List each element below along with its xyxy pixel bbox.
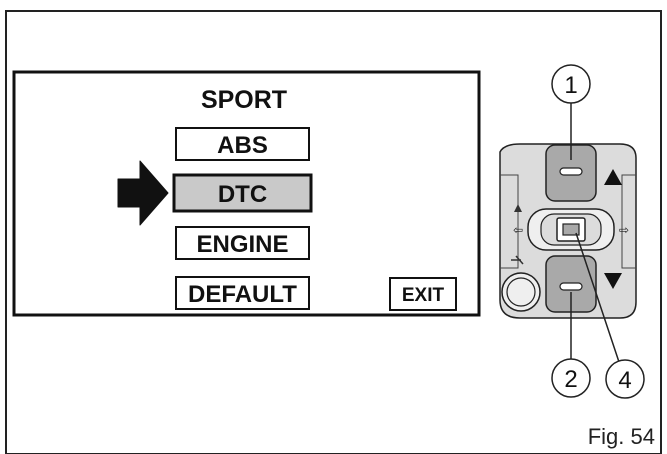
menu-item-default[interactable]: DEFAULT [175, 276, 310, 310]
up-small-marker-icon [514, 204, 522, 212]
callout-2-circle [551, 358, 591, 398]
exit-button-box [389, 277, 457, 311]
menu-item-dtc-box [172, 173, 313, 213]
handlebar-switch: ⇦ ⇨ [499, 143, 637, 319]
callout-1-circle [551, 64, 591, 104]
menu-item-dtc-label: DTC [218, 181, 267, 208]
right-arrow-icon: ⇨ [619, 223, 629, 237]
screen-title: SPORT [201, 86, 287, 114]
horn-button[interactable] [501, 272, 541, 312]
exit-button[interactable]: EXIT [389, 277, 457, 311]
menu-item-engine-label: ENGINE [196, 231, 288, 258]
menu-item-abs-label: ABS [217, 132, 268, 159]
horn-marker-icon [511, 255, 524, 265]
up-button-slot [559, 167, 583, 176]
switch-side-detail-left [500, 174, 519, 269]
horn-button-inner [506, 277, 536, 307]
exit-button-label: EXIT [402, 285, 445, 306]
callout-2: 2 [551, 292, 591, 398]
callout-2-number: 2 [564, 366, 577, 393]
switch-side-detail-right [621, 174, 636, 269]
callout-4-leader [575, 232, 620, 363]
menu-item-engine-box [175, 226, 310, 260]
left-arrow-icon: ⇦ [513, 223, 523, 237]
callout-4-circle [605, 359, 645, 399]
up-arrow-icon [604, 169, 622, 185]
down-button-slot [559, 282, 583, 291]
down-button[interactable] [545, 255, 597, 313]
center-switch-knob-slot [562, 223, 580, 236]
menu-item-abs-box [175, 127, 310, 161]
figure-caption: Fig. 54 [588, 424, 655, 449]
menu-item-default-label: DEFAULT [188, 281, 297, 308]
center-switch[interactable] [527, 208, 615, 251]
menu-item-engine[interactable]: ENGINE [175, 226, 310, 260]
callout-4-number: 4 [618, 367, 631, 394]
selection-arrow-icon [117, 160, 169, 226]
dashboard-screen: SPORT ABS DTC ENGINE DEFAULT EXIT [12, 70, 481, 317]
down-arrow-icon [604, 273, 622, 289]
up-button[interactable] [545, 144, 597, 202]
menu-item-abs[interactable]: ABS [175, 127, 310, 161]
callout-1-number: 1 [564, 72, 577, 99]
menu-item-default-box [175, 276, 310, 310]
callout-4: 4 [575, 232, 645, 399]
callout-1: 1 [551, 64, 591, 160]
menu-item-dtc[interactable]: DTC [172, 173, 313, 213]
